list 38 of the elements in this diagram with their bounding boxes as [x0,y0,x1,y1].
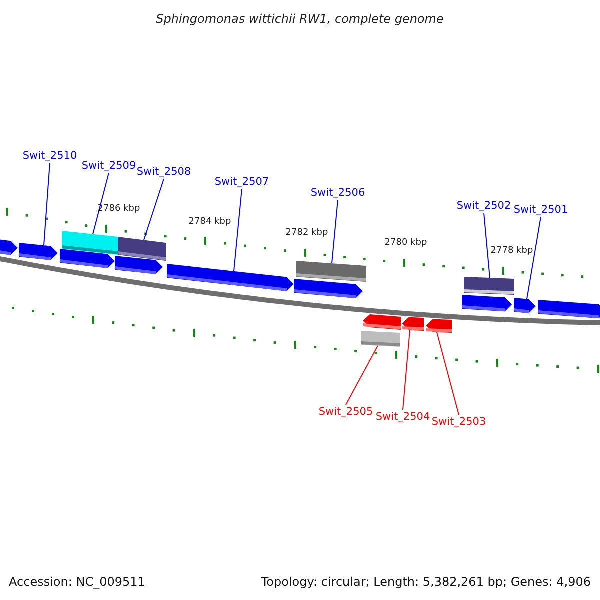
leader-line [402,330,410,410]
gene-block [402,317,424,331]
gene-label: Swit_2506 [310,186,366,200]
gene-block [114,256,163,274]
gene-label: Swit_2509 [82,159,136,173]
gene-label: Swit_2505 [318,405,374,419]
footer-text: Topology: circular; Length: 5,382,261 bp; Genes: 4,906 [261,574,591,591]
gene-block [426,319,452,333]
scale-label: 2778 kbp [490,246,534,257]
gene-block [0,239,18,256]
leader-line [346,345,378,406]
gene-block [462,295,512,312]
feature-bar [360,331,400,347]
feature-bar [296,261,366,282]
leader-line [44,162,50,246]
gene-label: Swit_2504 [376,410,430,424]
gene-block [362,314,402,330]
scale-label: 2780 kbp [384,238,428,249]
gene-block [60,249,115,268]
feature-bar [464,277,514,295]
footer-text: Accession: NC_009511 [9,574,146,591]
gene-label: Swit_2507 [214,175,270,189]
scale-label: 2784 kbp [188,217,232,228]
gene-label: Swit_2502 [456,199,512,213]
gene-block [514,298,536,314]
chart-title: Sphingomonas wittichii RW1, complete genome [156,11,444,28]
leader-line [332,200,338,264]
gene-block [166,264,294,292]
gene-label: Swit_2510 [22,149,78,163]
scale-label: 2782 kbp [286,228,328,239]
leader-line [144,178,164,241]
gene-label: Swit_2508 [136,165,192,179]
gene-label: Swit_2501 [514,203,568,217]
leader-line [234,188,242,272]
gene-label: Swit_2503 [432,415,486,429]
leader-line [526,216,542,300]
leader-line [484,212,490,279]
gene-block [294,279,363,298]
